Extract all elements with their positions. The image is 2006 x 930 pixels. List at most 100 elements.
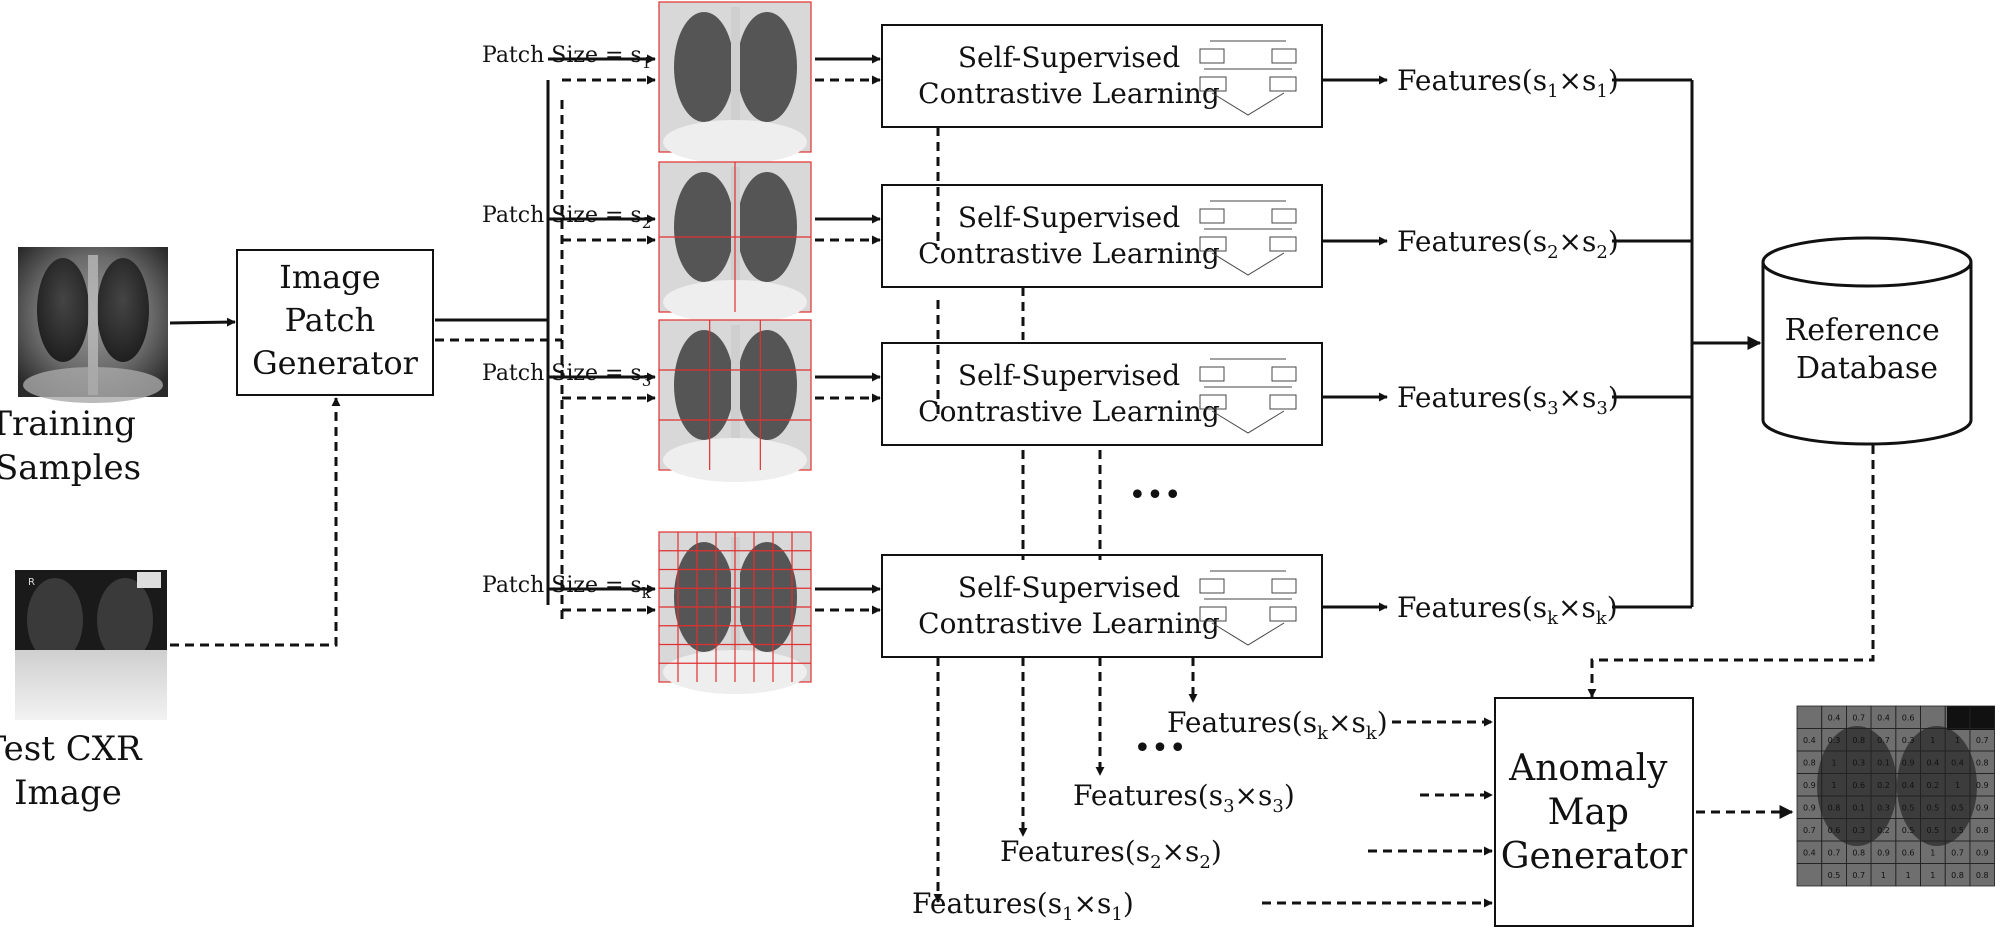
patch-size-label: Patch Size = s2 (482, 203, 651, 232)
anomaly-map-value: 0.5 (1951, 826, 1964, 835)
anomaly-map-value: 0.8 (1803, 758, 1816, 767)
anomaly-map-value: 0.9 (1803, 803, 1816, 812)
anomaly-map-value: 0.9 (1902, 758, 1915, 767)
anomaly-map-value: 0.7 (1951, 848, 1964, 857)
anomaly-map-value: 0.7 (1828, 848, 1841, 857)
anomaly-map-value: 1 (1955, 736, 1960, 745)
anomaly-map-value: 0.6 (1902, 848, 1915, 857)
anomaly-map-value: 0.8 (1951, 871, 1964, 880)
database-to-anomaly-arrow (1587, 445, 1875, 698)
patch-xray-image (658, 531, 812, 694)
bottom-features-label: Features(sk×sk) (1167, 706, 1388, 744)
anomaly-map-value: 0.4 (1926, 758, 1939, 767)
anomaly-map-value: 0.3 (1877, 803, 1890, 812)
patch-size-label: Patch Size = sk (482, 573, 652, 602)
anomaly-map-value: 1 (1930, 736, 1935, 745)
anomaly-map-value: 0.5 (1926, 803, 1939, 812)
anomaly-map-value: 0.7 (1803, 826, 1816, 835)
anomaly-map-value: 0.2 (1926, 781, 1939, 790)
anomaly-map-value: 0.9 (1877, 848, 1890, 857)
anomaly-map-value: 0.9 (1976, 781, 1989, 790)
sscl-box (881, 24, 1323, 128)
anomaly-map-value: 0.7 (1877, 736, 1890, 745)
anomaly-map-value: 0.9 (1976, 848, 1989, 857)
image-patch-generator-box (236, 249, 434, 396)
anomaly-map-value: 0.3 (1828, 736, 1841, 745)
mini-network-icon (1199, 570, 1297, 646)
test-cxr-label: Test CXR Image (0, 729, 152, 813)
anomaly-map-value: 0.4 (1877, 713, 1890, 722)
anomaly-map-value: 0.8 (1852, 736, 1865, 745)
anomaly-map-value: 0.4 (1902, 781, 1915, 790)
image-patch-generator-label: Image Patch Generator (252, 258, 419, 382)
bottom-features-label: Features(s2×s2) (1000, 835, 1222, 873)
anomaly-map-value: 1 (1881, 871, 1886, 880)
reference-database (1761, 236, 1973, 446)
bottom-features-label: Features(s1×s1) (912, 887, 1134, 925)
mini-network-icon (1199, 200, 1297, 276)
sscl-box (881, 342, 1323, 446)
test-to-generator-arrow (170, 397, 341, 647)
svg-text:R: R (28, 577, 35, 588)
patch-xray-image (658, 161, 812, 324)
middle-ellipsis: ••• (1128, 478, 1181, 513)
sscl-box (881, 184, 1323, 288)
bottom-features: Features(sk×sk) Features(s3×s3) Features(s… (912, 706, 1493, 925)
anomaly-map-value: 0.8 (1852, 848, 1865, 857)
anomaly-map-value: 0.5 (1902, 803, 1915, 812)
right-features: Features(s1×s1) Features(s2×s2) Features(s… (1322, 64, 1762, 629)
features-label: Features(s1×s1) (1397, 64, 1619, 102)
training-to-generator-arrow (169, 317, 236, 327)
anomaly-map-value: 0.9 (1976, 803, 1989, 812)
anomaly-map-value: 0.8 (1828, 803, 1841, 812)
features-label: Features(s3×s3) (1397, 381, 1619, 419)
reference-database-label: Reference Database (1785, 313, 1950, 386)
patch-xray-image (658, 319, 812, 482)
anomaly-map-value: 0.6 (1902, 713, 1915, 722)
anomaly-map-value: 0.5 (1828, 871, 1841, 880)
anomaly-map-value: 1 (1832, 781, 1837, 790)
patch-size-label: Patch Size = s1 (482, 43, 651, 72)
anomaly-map-value: 0.6 (1828, 826, 1841, 835)
bottom-features-label: Features(s3×s3) (1073, 779, 1295, 817)
anomaly-map-cell (1969, 863, 1996, 887)
anomaly-map-value: 0.7 (1852, 871, 1865, 880)
training-samples-label: Training Samples (0, 404, 147, 488)
training-xray-image (18, 247, 168, 403)
anomaly-map-value: 0.8 (1976, 871, 1989, 880)
anomaly-map-value: 0.1 (1852, 803, 1865, 812)
anomaly-map-value: 1 (1955, 781, 1960, 790)
anomaly-map-value: 0.7 (1852, 713, 1865, 722)
patch-xray-image (658, 1, 812, 164)
anomaly-map-value: 0.5 (1902, 826, 1915, 835)
anomaly-map-generator-label: Anomaly Map Generator (1501, 748, 1688, 877)
anomaly-map-value: 0.4 (1951, 758, 1964, 767)
anomaly-map-value: 0.8 (1976, 826, 1989, 835)
anomaly-map-value: 0.2 (1877, 826, 1890, 835)
anomaly-map-value: 0.6 (1852, 781, 1865, 790)
anomaly-map-value: 1 (1930, 848, 1935, 857)
anomaly-map-value: 0.3 (1852, 826, 1865, 835)
mini-network-icon (1199, 40, 1297, 116)
anomaly-map-value: 0.3 (1852, 758, 1865, 767)
anomaly-map-value: 1 (1906, 871, 1911, 880)
anomaly-map-output: 0.4 0.7 0.4 0.6 0.4 0.3 0.8 0.7 0.3 1 1 0.7 0.8 1 0.3 0… (1796, 705, 1996, 887)
features-label: Features(s2×s2) (1397, 225, 1619, 263)
anomaly-map-value: 0.3 (1902, 736, 1915, 745)
anomaly-map-value: 0.5 (1926, 826, 1939, 835)
sscl-box (881, 554, 1323, 658)
test-xray-image: R (15, 570, 167, 720)
anomaly-map-value: 0.7 (1976, 736, 1989, 745)
anomaly-map-generator-box (1494, 697, 1694, 927)
features-label: Features(sk×sk) (1397, 591, 1618, 629)
anomaly-map-value: 0.1 (1877, 758, 1890, 767)
